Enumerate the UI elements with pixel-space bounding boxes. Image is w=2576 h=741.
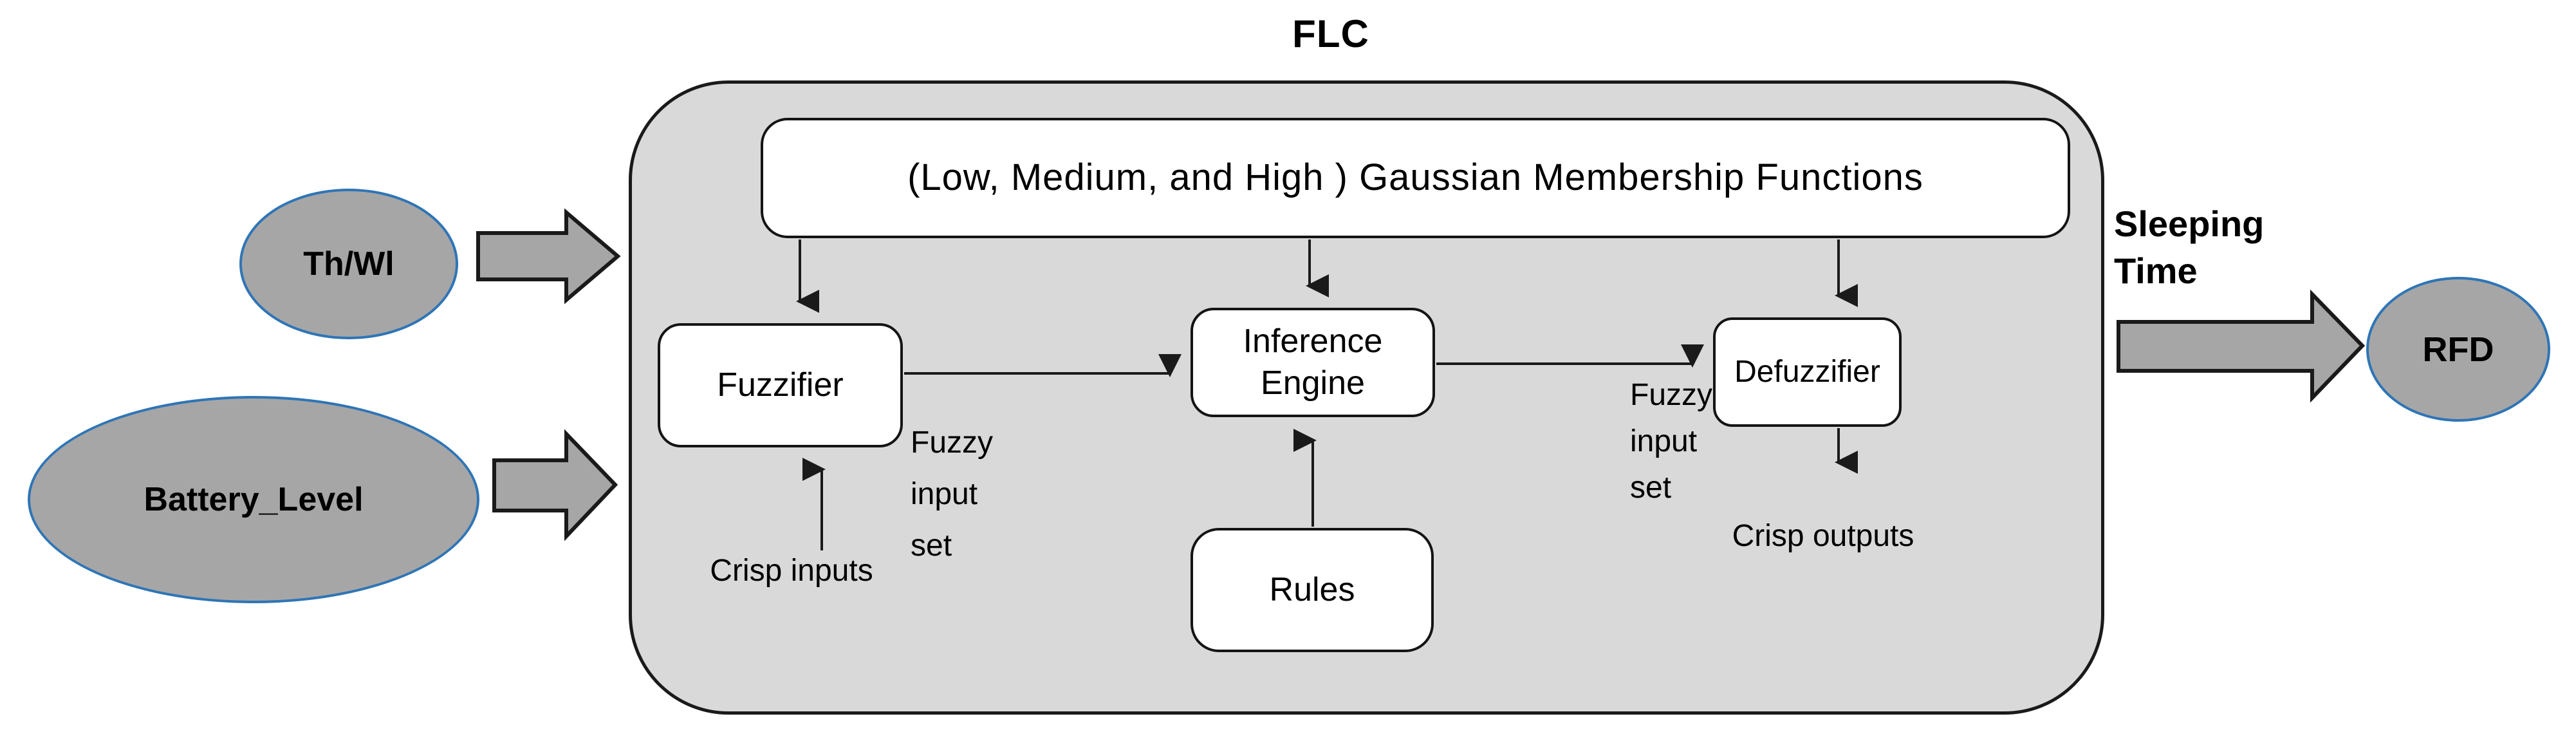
input-node-thwl: Th/Wl	[239, 189, 458, 339]
fuzzy-input-set-right-label: Fuzzy input set	[1630, 378, 1713, 505]
rules-box: Rules	[1191, 528, 1434, 652]
membership-functions-box: (Low, Medium, and High ) Gaussian Member…	[761, 118, 2070, 238]
thwl-to-flc-block-arrow	[476, 208, 621, 305]
battery-level-label: Battery_Level	[144, 481, 364, 518]
crisp-outputs-label: Crisp outputs	[1732, 519, 1914, 553]
output-node-rfd: RFD	[2366, 277, 2550, 422]
rules-label: Rules	[1269, 571, 1355, 608]
fuzzifier-label: Fuzzifier	[717, 366, 844, 404]
thwl-label: Th/Wl	[303, 245, 394, 283]
inference-engine-label: Inference Engine	[1243, 323, 1383, 402]
fuzzifier-box: Fuzzifier	[658, 323, 903, 447]
crisp-inputs-label: Crisp inputs	[710, 554, 873, 588]
input-node-battery-level: Battery_Level	[28, 396, 479, 603]
diagram-title: FLC	[1292, 12, 1369, 55]
rfd-label: RFD	[2422, 330, 2494, 369]
battery-to-flc-block-arrow	[492, 429, 618, 541]
flc-to-rfd-block-arrow	[2117, 289, 2366, 403]
defuzzifier-label: Defuzzifier	[1734, 355, 1880, 389]
membership-functions-label: (Low, Medium, and High ) Gaussian Member…	[907, 156, 1923, 199]
inference-engine-box: Inference Engine	[1191, 308, 1435, 417]
defuzzifier-box: Defuzzifier	[1713, 317, 1902, 427]
fuzzy-input-set-left-label: Fuzzy input set	[911, 426, 994, 563]
sleeping-time-label: Sleeping Time	[2114, 203, 2265, 291]
